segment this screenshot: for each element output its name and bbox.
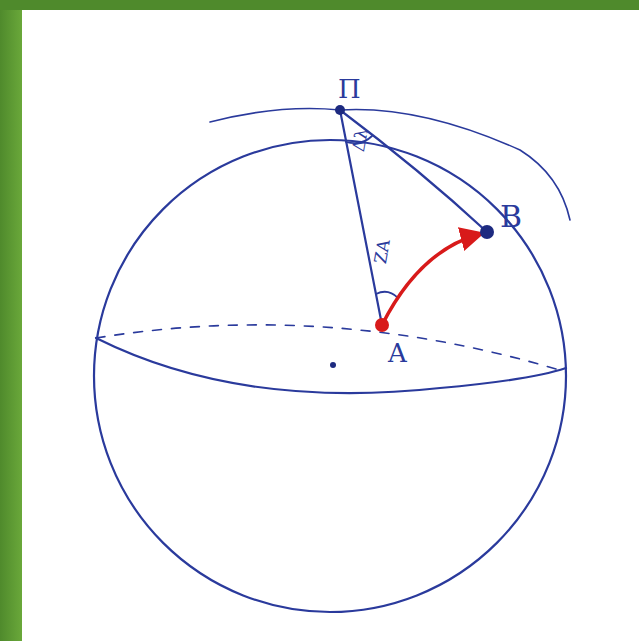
point-dot xyxy=(480,225,494,239)
point-label: A xyxy=(388,340,407,366)
point-dot xyxy=(335,105,345,115)
pole-label: Π xyxy=(338,76,361,102)
meridian-line xyxy=(340,110,487,232)
meridian-line xyxy=(340,110,382,325)
horizon-arc xyxy=(210,109,340,123)
point-label: B xyxy=(500,202,522,232)
point-dot xyxy=(375,318,389,332)
green-border xyxy=(0,0,22,641)
equator-front xyxy=(96,338,566,393)
angle-label: Δλ xyxy=(350,127,371,153)
path-arc xyxy=(382,234,480,325)
sphere-outline xyxy=(94,140,566,612)
equator-back xyxy=(96,325,566,372)
angle-arc xyxy=(376,292,398,298)
angle-label: ZA xyxy=(372,238,393,265)
green-border xyxy=(0,0,639,10)
center-dot xyxy=(330,362,336,368)
